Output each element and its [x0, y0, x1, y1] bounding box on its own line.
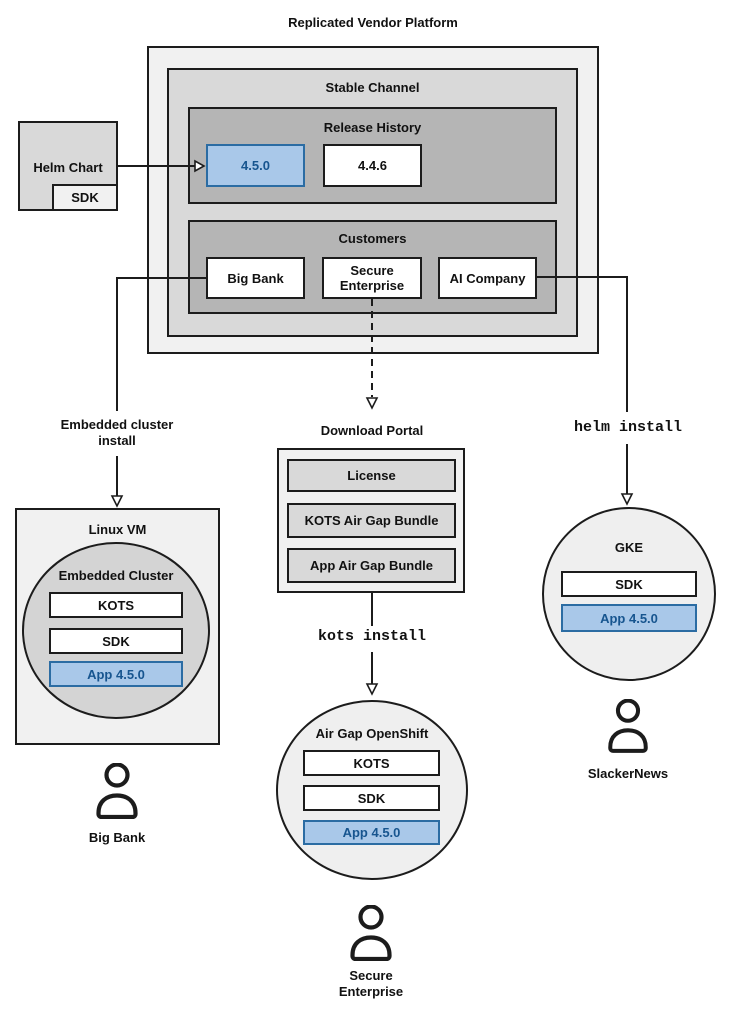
- customer-big-bank: Big Bank: [206, 257, 305, 299]
- arrowhead-down: [620, 493, 634, 506]
- arrowhead-down: [365, 397, 379, 410]
- release-version-current: 4.5.0: [206, 144, 305, 187]
- release-version-previous: 4.4.6: [323, 144, 422, 187]
- airgap-user-label: Secure Enterprise: [338, 968, 404, 999]
- customer-secure-enterprise: Secure Enterprise: [322, 257, 422, 299]
- embedded-cluster-label: Embedded Cluster: [58, 568, 174, 583]
- embedded-sdk-box: SDK: [49, 628, 183, 654]
- diagram-title: Replicated Vendor Platform: [288, 15, 458, 30]
- user-icon: [96, 763, 138, 819]
- airgap-openshift-label: Air Gap OpenShift: [315, 726, 429, 741]
- embedded-kots-box: KOTS: [49, 592, 183, 618]
- helm-chart-sdk-box: SDK: [52, 184, 118, 211]
- helm-chart-label: Helm Chart: [33, 160, 103, 175]
- arrowhead-down: [365, 683, 379, 696]
- release-history-label: Release History: [323, 120, 422, 135]
- linux-vm-label: Linux VM: [88, 522, 147, 537]
- customer-ai-company: AI Company: [438, 257, 537, 299]
- embedded-app-box: App 4.5.0: [49, 661, 183, 687]
- user-icon: [350, 905, 392, 961]
- airgap-app-box: App 4.5.0: [303, 820, 440, 845]
- gke-label: GKE: [614, 540, 644, 555]
- portal-kots-bundle-box: KOTS Air Gap Bundle: [287, 503, 456, 538]
- helm-install-command: helm install: [573, 419, 683, 436]
- gke-sdk-box: SDK: [561, 571, 697, 597]
- airgap-sdk-box: SDK: [303, 785, 440, 811]
- airgap-kots-box: KOTS: [303, 750, 440, 776]
- embedded-user-label: Big Bank: [88, 830, 146, 845]
- gke-app-box: App 4.5.0: [561, 604, 697, 632]
- stable-channel-label: Stable Channel: [325, 80, 420, 95]
- user-icon: [608, 699, 648, 753]
- kots-install-command: kots install: [317, 628, 427, 645]
- portal-license-box: License: [287, 459, 456, 492]
- helm-user-label: SlackerNews: [587, 766, 669, 781]
- customers-label: Customers: [338, 231, 407, 246]
- embedded-install-label: Embedded cluster install: [60, 417, 174, 448]
- arrowhead-down: [110, 495, 124, 508]
- download-portal-label: Download Portal: [320, 423, 424, 438]
- portal-app-bundle-box: App Air Gap Bundle: [287, 548, 456, 583]
